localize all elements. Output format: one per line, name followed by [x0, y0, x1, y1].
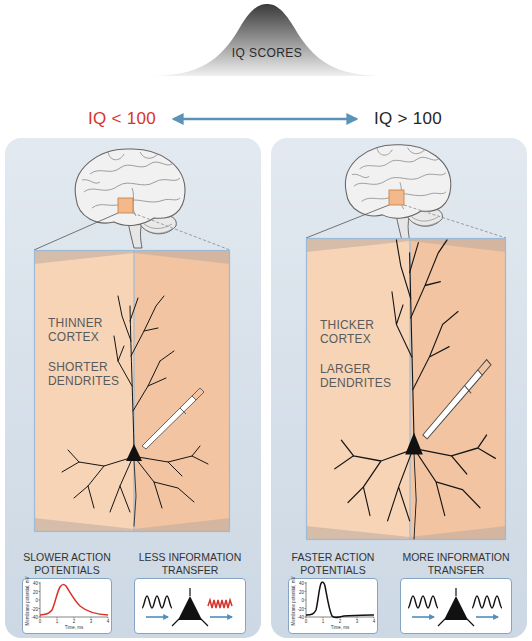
axis-tick: 0: [36, 598, 39, 603]
axis-tick: 0: [302, 598, 305, 603]
axis-tick: -20: [298, 606, 305, 611]
panel-heading: SLOWER ACTION POTENTIALS: [11, 551, 123, 576]
cortex-outline: [307, 239, 506, 540]
axis-tick: 0: [39, 619, 42, 624]
brain-illustration: [345, 145, 450, 240]
axis-tick: -40: [32, 615, 39, 620]
axis-tick: 3: [356, 619, 359, 624]
axis-tick: 1: [56, 619, 59, 624]
cortex-right-face: [410, 238, 506, 540]
axis-title: Time, ms: [65, 625, 83, 630]
axis-tick: 2: [339, 619, 342, 624]
zoom-line: [34, 213, 118, 250]
axis-title: Time, ms: [331, 625, 349, 630]
axis-tick: -20: [32, 606, 39, 611]
panel-heading: LESS INFORMATION TRANSFER: [123, 551, 257, 576]
panel-heading: FASTER ACTION POTENTIALS: [277, 551, 389, 576]
zoom-line: [306, 205, 389, 238]
cortex-block: THICKER CORTEX LARGER DENDRITES: [306, 238, 506, 540]
cortex-right-face: [134, 250, 230, 532]
axis-tick: 1: [322, 619, 325, 624]
cortex-label: LARGER DENDRITES: [320, 362, 406, 390]
cortex-left-face: [306, 238, 410, 540]
distribution-label: IQ SCORES: [150, 46, 384, 60]
region-marker: [118, 198, 133, 213]
bell-curve-shape: [150, 2, 384, 78]
cortex-label: THICKER CORTEX: [320, 318, 406, 346]
cortex-label: THINNER CORTEX: [48, 316, 134, 344]
zoom-line: [133, 213, 230, 250]
cortex-edge: [409, 238, 410, 540]
cortex-band: [34, 250, 230, 264]
axis-tick: 3: [90, 619, 93, 624]
axis-title: Membrane potential, mV: [291, 576, 296, 625]
cortex-outline: [35, 251, 230, 532]
figure-box: SLOWER ACTION POTENTIALSMembrane potenti…: [22, 578, 112, 634]
cortex-band: [306, 238, 506, 252]
axis-tick: 20: [33, 589, 38, 594]
axis-tick: 40: [299, 581, 304, 586]
axis-title: Membrane potential, mV: [25, 576, 30, 625]
brain-illustration: [75, 149, 185, 248]
cortex-band: [34, 518, 230, 532]
axis-tick: 0: [305, 619, 308, 624]
axis-tick: 2: [73, 619, 76, 624]
zoom-line: [404, 205, 506, 238]
cortex-block-shape: [34, 250, 230, 532]
figure-box: FASTER ACTION POTENTIALSMembrane potenti…: [288, 578, 378, 634]
axis-tick: 40: [33, 581, 38, 586]
group-label: IQ > 100: [374, 109, 442, 129]
region-marker: [389, 190, 404, 205]
cortex-band: [306, 526, 506, 540]
cortex-label: SHORTER DENDRITES: [48, 360, 134, 388]
figure-box: LESS INFORMATION TRANSFER: [134, 578, 246, 634]
axis-tick: 4: [107, 619, 110, 624]
left-panel: [5, 138, 261, 638]
group-label: IQ < 100: [88, 109, 156, 129]
axis-tick: 20: [299, 589, 304, 594]
figure-box: MORE INFORMATION TRANSFER: [400, 578, 512, 634]
double-arrow: [174, 118, 356, 121]
bell-curve-fill: [150, 4, 384, 76]
cortex-block: THINNER CORTEX SHORTER DENDRITES: [34, 250, 230, 532]
panel-heading: MORE INFORMATION TRANSFER: [389, 551, 523, 576]
right-panel: [271, 138, 527, 638]
bell-curve: IQ SCORES: [150, 2, 384, 78]
axis-tick: 4: [373, 619, 376, 624]
axis-tick: -40: [298, 615, 305, 620]
cortex-left-face: [34, 250, 134, 532]
cortex-edge: [133, 250, 134, 532]
